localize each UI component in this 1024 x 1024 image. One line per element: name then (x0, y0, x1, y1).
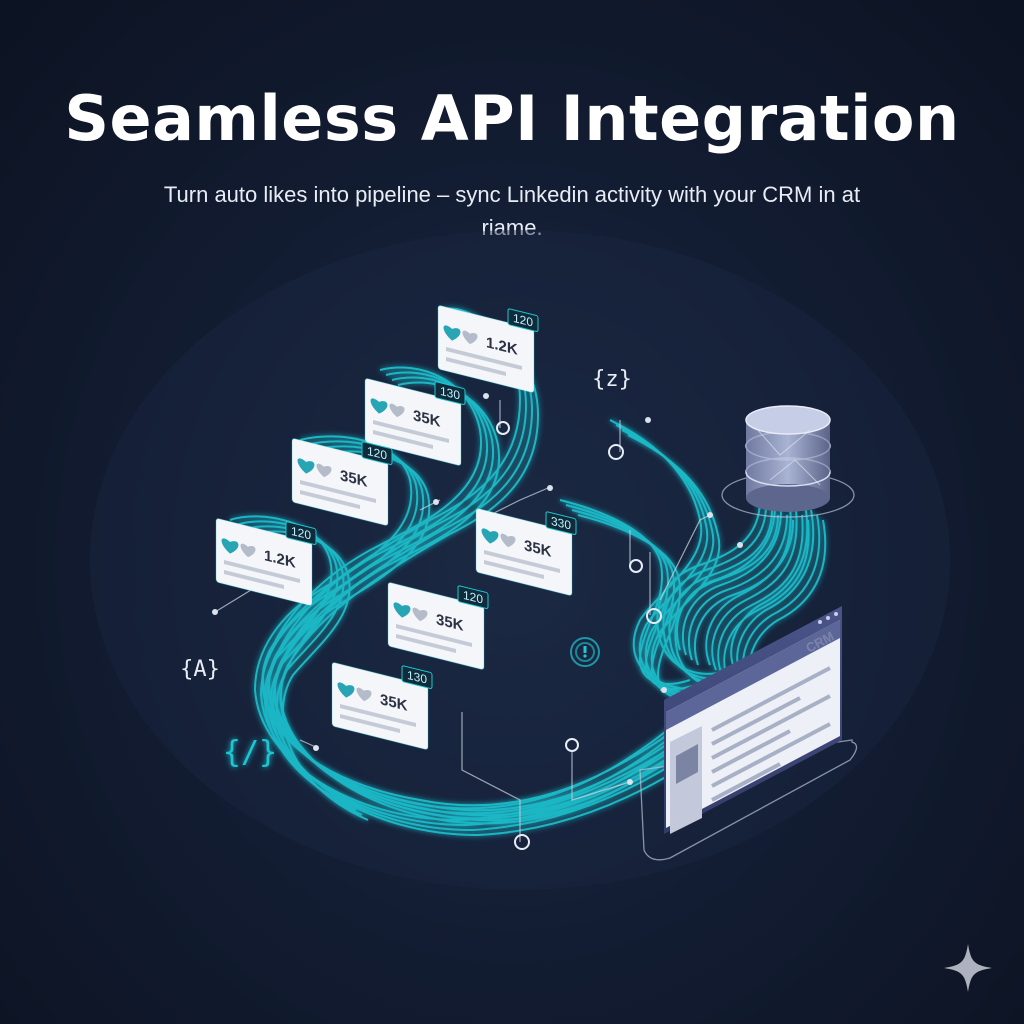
card-tag (401, 665, 433, 690)
heart-icon (297, 458, 315, 474)
flow-line (705, 504, 792, 666)
flow-line (668, 509, 773, 685)
heart-icon (370, 398, 388, 414)
flow-line (693, 519, 794, 666)
card-tag (545, 511, 577, 536)
alert-icon (570, 637, 600, 667)
flow-line (675, 504, 776, 651)
card-value: 35K (380, 691, 408, 715)
card-value: 35K (340, 467, 368, 491)
flow-line (742, 514, 821, 681)
flow-line (259, 440, 697, 827)
card-text-line (340, 713, 400, 733)
card-value: 35K (436, 611, 464, 635)
card-text-line (446, 356, 506, 376)
card-text-line (340, 703, 416, 727)
sparkle-icon (944, 944, 992, 992)
heart-icon (443, 325, 461, 341)
heart-icon (412, 607, 428, 622)
card-text-line (300, 489, 360, 509)
card-text-line (300, 479, 376, 503)
heart-icon (221, 538, 239, 554)
flow-line (711, 509, 798, 671)
card-value: 35K (524, 537, 552, 561)
heart-icon (356, 687, 372, 702)
heart-icon (393, 602, 411, 618)
card-text-line (224, 559, 300, 583)
flow-line (717, 514, 804, 676)
flow-line (253, 435, 691, 822)
heart-icon (462, 330, 478, 345)
card-tag-value: 130 (440, 384, 460, 403)
card-tag-value: 120 (463, 588, 483, 607)
flow-line (662, 504, 767, 680)
card-tag (507, 308, 539, 333)
card-text-line (446, 346, 522, 370)
card-text-line (373, 429, 433, 449)
card-tag (434, 381, 466, 406)
card-tag-value: 120 (513, 311, 533, 330)
code-symbol-slash: {/} (223, 735, 277, 770)
card-tag-value: 120 (291, 524, 311, 543)
card-tag-value: 330 (551, 514, 571, 533)
card-value: 35K (413, 407, 441, 431)
crm-window: CRM (639, 606, 858, 861)
card-tag (457, 585, 489, 610)
heart-icon (481, 528, 499, 544)
flow-line (681, 509, 782, 656)
flow-line (730, 504, 809, 671)
heart-icon (500, 533, 516, 548)
card-tag-value: 130 (407, 668, 427, 687)
card-tag (285, 521, 317, 546)
flow-line (723, 519, 810, 681)
engagement-cards: 1.2K12035K13035K1201.2K12035K33035K12035… (215, 305, 577, 750)
card-tag-value: 120 (367, 444, 387, 463)
code-symbol-z: {z} (592, 367, 632, 392)
page-subtitle: Turn auto likes into pipeline – sync Lin… (163, 182, 861, 240)
card-text-line (224, 569, 284, 589)
flow-line (736, 509, 815, 676)
page-title: Seamless API Integration (64, 82, 960, 155)
heart-icon (316, 463, 332, 478)
flow-line (262, 366, 681, 810)
code-symbol-a: {A} (180, 657, 220, 682)
card-tag (361, 441, 393, 466)
card-text-line (396, 623, 472, 647)
flow-line (687, 514, 788, 661)
flow-line (577, 514, 709, 700)
connector-lines (214, 400, 743, 842)
heart-icon (240, 543, 256, 558)
card-text-line (373, 419, 449, 443)
heart-icon (337, 682, 355, 698)
flow-line (265, 445, 703, 832)
card-text-line (484, 549, 560, 573)
database-icon (721, 405, 855, 518)
connector-nodes (212, 393, 743, 850)
card-text-line (484, 559, 544, 579)
card-text-line (396, 633, 456, 653)
flow-line (271, 450, 709, 837)
flow-line (268, 371, 687, 815)
heart-icon (389, 403, 405, 418)
